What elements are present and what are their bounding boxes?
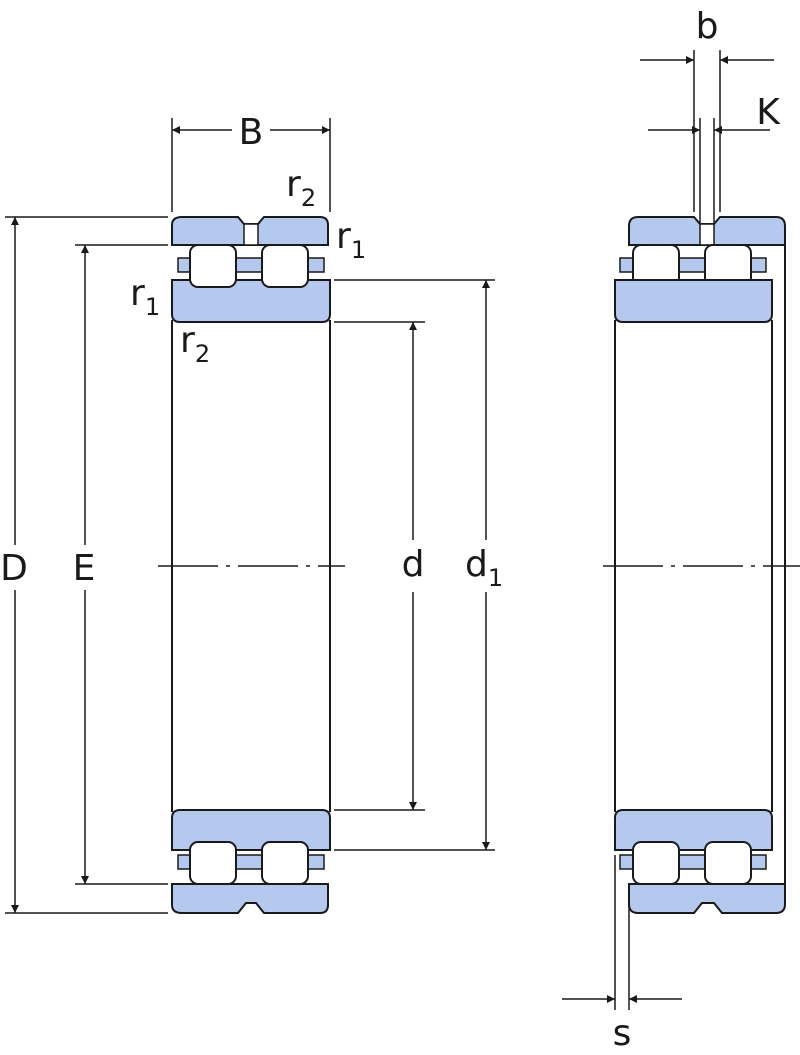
label-D: D xyxy=(0,548,28,589)
right-dimensions: b K s xyxy=(562,6,781,1054)
roller-top-left xyxy=(189,244,237,288)
roller-top-right xyxy=(261,244,309,288)
label-K: K xyxy=(756,92,781,133)
roller-bottom-right xyxy=(261,841,309,885)
inner-ring-bottom xyxy=(171,809,331,851)
label-r2-left: r2 xyxy=(180,320,210,368)
right-lube-hole-top xyxy=(699,223,715,246)
label-E: E xyxy=(73,548,96,589)
right-outer-ring-bottom xyxy=(628,883,786,914)
left-dimensions: B D E d d1 r2 r1 r1 r2 xyxy=(0,112,503,914)
right-cross-section xyxy=(603,216,800,914)
right-inner-ring-bottom xyxy=(614,809,773,851)
right-roller-bottom-left xyxy=(632,841,680,885)
label-B: B xyxy=(239,112,264,153)
label-b: b xyxy=(696,6,719,47)
label-s: s xyxy=(613,1013,632,1054)
left-cross-section xyxy=(158,216,345,914)
roller-bottom-left xyxy=(189,841,237,885)
right-inner-ring-top xyxy=(614,279,773,323)
outer-ring-bottom xyxy=(171,883,329,914)
inner-ring-top xyxy=(171,279,331,323)
label-d1: d1 xyxy=(465,544,503,592)
label-r1-top: r1 xyxy=(336,216,366,264)
lube-hole-top xyxy=(243,223,259,246)
label-d: d xyxy=(402,544,425,585)
label-r1-left: r1 xyxy=(130,273,160,321)
label-r2-top: r2 xyxy=(286,164,316,212)
right-roller-bottom-right xyxy=(704,841,752,885)
